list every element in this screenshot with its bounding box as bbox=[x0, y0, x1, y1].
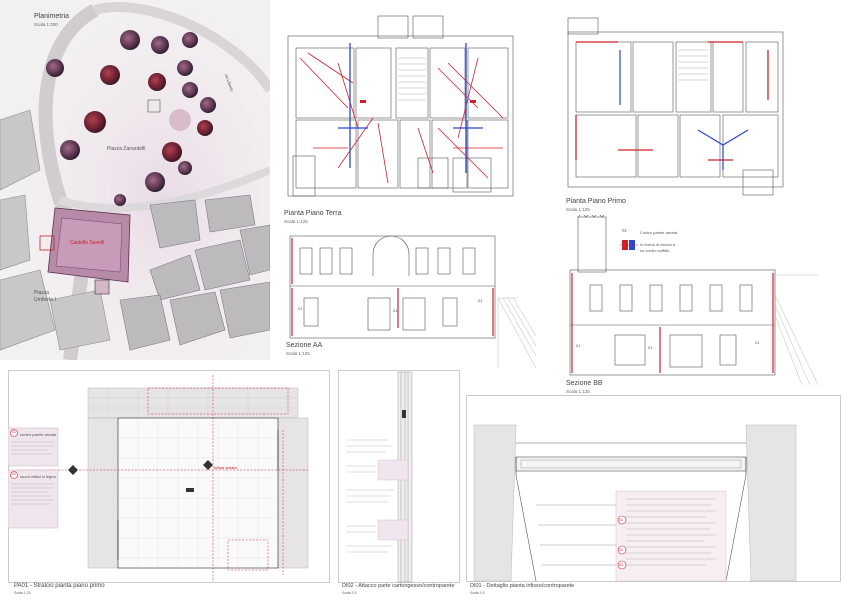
site-plan-title: Planimetria bbox=[34, 13, 70, 20]
section-bb-drawing bbox=[569, 215, 819, 386]
castle-label: Castello Savelli bbox=[70, 240, 105, 246]
section-aa-title: Sezione AA bbox=[286, 342, 323, 349]
pa01-note1-code: 01 bbox=[12, 430, 16, 434]
ground-floor-plan-panel: Pianta Piano Terra Scala 1:125 bbox=[278, 8, 530, 233]
di02-title: DI02 - Attacco parte cartongesso/controp… bbox=[342, 583, 455, 589]
legend-item1-code: 01 bbox=[622, 228, 628, 233]
square-main-label: Piazza Zanardelli bbox=[107, 146, 146, 152]
site-plan-drawing bbox=[0, 0, 270, 360]
di01-tag-2: 02 bbox=[619, 548, 623, 552]
pa01-center-label: Infissi areata bbox=[214, 465, 237, 470]
section-aa-drawing bbox=[289, 235, 537, 368]
di01-title: DI01 - Dettaglio pianta infisso/contropa… bbox=[470, 583, 575, 589]
di01-scale: Scala 1:5 bbox=[470, 591, 485, 595]
detail-pa01-drawing bbox=[8, 370, 330, 583]
site-plan-scale: Scala 1:200 bbox=[34, 22, 58, 27]
square-2-label-line2: Umberto I bbox=[34, 297, 56, 303]
legend-swatch bbox=[620, 240, 638, 250]
section-aa-panel: 01 01 01 Sezione AA Scala 1:125 bbox=[278, 228, 540, 368]
section-aa-tag-1: 01 bbox=[298, 306, 303, 311]
section-bb-panel: 01 01 01 Sezione BB Scala 1:125 bbox=[560, 215, 820, 395]
detail-di02-drawing bbox=[338, 370, 460, 583]
section-aa-scale: Scala 1:125 bbox=[286, 351, 310, 356]
legend-item1-text: Contro parete areata bbox=[640, 230, 677, 235]
detail-pa01-panel: 01 contro parete areata 02 suoni infissi… bbox=[8, 370, 330, 598]
first-floor-plan-panel: Pianta Piano Primo Scala 1:125 bbox=[558, 10, 808, 220]
detail-di02-panel: DI02 - Attacco parte cartongesso/controp… bbox=[338, 370, 460, 598]
section-bb-tag-3: 01 bbox=[755, 340, 760, 345]
di01-tag-3: 03 bbox=[619, 563, 623, 567]
section-aa-tag-3: 01 bbox=[478, 298, 483, 303]
first-floor-scale: Scala 1:125 bbox=[566, 207, 590, 212]
square-2-label-line1: Piazza bbox=[34, 290, 50, 296]
detail-di01-panel: 01 02 03 DI01 - Dettaglio pianta infisso… bbox=[466, 395, 841, 598]
first-floor-drawing bbox=[567, 17, 784, 196]
legend-item2-text-line2: su contro soffitto bbox=[640, 248, 670, 253]
section-bb-tag-1: 01 bbox=[576, 343, 581, 348]
site-plan-panel: Planimetria Scala 1:200 Piazza Zanardell… bbox=[0, 0, 270, 360]
section-aa-tag-2: 01 bbox=[393, 308, 398, 313]
section-bb-tag-2: 01 bbox=[648, 345, 653, 350]
section-bb-scale: Scala 1:125 bbox=[566, 389, 590, 394]
section-bb-title: Sezione BB bbox=[566, 380, 603, 387]
ground-floor-scale: Scala 1:125 bbox=[284, 219, 308, 224]
first-floor-title: Pianta Piano Primo bbox=[566, 198, 626, 205]
legend-item2-text-line1: In forma di chiodo a bbox=[640, 242, 676, 247]
legend-panel: 01 Contro parete areata In forma di chio… bbox=[600, 226, 718, 268]
ground-floor-title: Pianta Piano Terra bbox=[284, 210, 342, 217]
pa01-scale: Scala 1:25 bbox=[14, 591, 31, 595]
di02-scale: Scala 1:5 bbox=[342, 591, 357, 595]
detail-di01-drawing bbox=[466, 395, 841, 582]
pa01-note2-title: suoni infissi in legno bbox=[20, 474, 56, 479]
ground-floor-drawing bbox=[287, 15, 514, 197]
pa01-note1-title: contro parete areata bbox=[20, 432, 57, 437]
pa01-title: PA01 - Stralcio pianta piano primo bbox=[14, 583, 105, 589]
di01-tag-1: 01 bbox=[619, 518, 623, 522]
pa01-note2-code: 02 bbox=[12, 472, 16, 476]
